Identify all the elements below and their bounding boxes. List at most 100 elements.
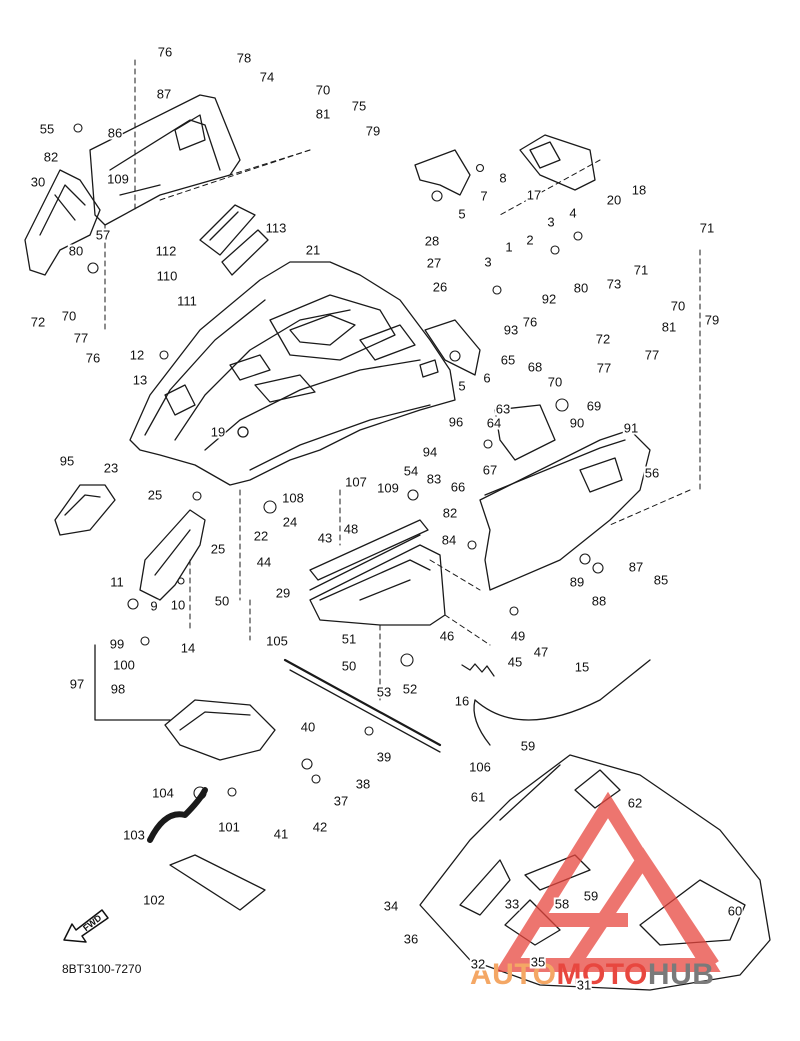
callout-label: 61 xyxy=(469,789,487,805)
callout-label: 80 xyxy=(67,243,85,259)
callout-label: 105 xyxy=(265,633,289,649)
callout-label: 50 xyxy=(340,658,358,674)
callout-label: 81 xyxy=(660,319,678,335)
callout-label: 27 xyxy=(425,255,443,271)
handle-95 xyxy=(54,484,116,536)
bracket-upper-right xyxy=(414,149,471,196)
watermark-moto: MOTO xyxy=(556,958,648,991)
callout-label: 99 xyxy=(108,636,126,652)
callout-label: 35 xyxy=(529,954,547,970)
callout-label: 63 xyxy=(494,401,512,417)
callout-label: 77 xyxy=(643,347,661,363)
callout-label: 41 xyxy=(272,826,290,842)
document-code: 8BT3100-7270 xyxy=(62,962,142,976)
callout-label: 50 xyxy=(213,593,231,609)
callout-label: 31 xyxy=(575,977,593,993)
callout-label: 72 xyxy=(594,331,612,347)
callout-label: 102 xyxy=(142,892,166,908)
callout-label: 8 xyxy=(498,170,508,186)
callout-label: 69 xyxy=(585,398,603,414)
callout-label: 23 xyxy=(102,460,120,476)
callout-label: 18 xyxy=(630,182,648,198)
callout-label: 107 xyxy=(344,474,368,490)
callout-label: 90 xyxy=(568,415,586,431)
callout-label: 78 xyxy=(235,50,253,66)
callout-label: 26 xyxy=(431,279,449,295)
callout-label: 110 xyxy=(155,268,179,284)
callout-label: 85 xyxy=(652,572,670,588)
callout-label: 13 xyxy=(131,372,149,388)
callout-label: 79 xyxy=(703,312,721,328)
callout-label: 70 xyxy=(314,82,332,98)
callout-label: 20 xyxy=(605,192,623,208)
callout-label: 76 xyxy=(84,350,102,366)
callout-label: 77 xyxy=(595,360,613,376)
callout-label: 3 xyxy=(483,254,493,270)
callout-label: 21 xyxy=(304,242,322,258)
shield-63 xyxy=(494,404,556,461)
lower-frame xyxy=(309,519,446,626)
callout-label: 67 xyxy=(481,462,499,478)
callout-label: 24 xyxy=(281,514,299,530)
callout-label: 59 xyxy=(519,738,537,754)
callout-label: 59 xyxy=(582,888,600,904)
callout-label: 93 xyxy=(502,322,520,338)
pad-102 xyxy=(169,854,266,911)
callout-label: 3 xyxy=(546,214,556,230)
callout-label: 75 xyxy=(350,98,368,114)
callout-label: 60 xyxy=(726,903,744,919)
callout-label: 55 xyxy=(38,121,56,137)
callout-label: 51 xyxy=(340,631,358,647)
callout-label: 28 xyxy=(423,233,441,249)
callout-label: 33 xyxy=(503,896,521,912)
callout-label: 88 xyxy=(590,593,608,609)
callout-label: 112 xyxy=(154,243,178,259)
callout-label: 56 xyxy=(643,465,661,481)
cable-15 xyxy=(474,659,651,721)
callout-label: 7 xyxy=(479,188,489,204)
callout-label: 70 xyxy=(669,298,687,314)
side-bracket xyxy=(24,169,101,276)
lower-side-panel xyxy=(419,754,771,991)
callout-label: 73 xyxy=(605,276,623,292)
callout-label: 94 xyxy=(421,444,439,460)
hood-liner-left xyxy=(89,94,241,226)
callout-label: 82 xyxy=(441,505,459,521)
callout-label: 54 xyxy=(402,463,420,479)
callout-label: 6 xyxy=(482,370,492,386)
forward-arrow-icon xyxy=(63,909,109,943)
callout-label: 16 xyxy=(453,693,471,709)
mount-plate xyxy=(519,134,596,191)
callout-label: 98 xyxy=(109,681,127,697)
callout-label: 43 xyxy=(316,530,334,546)
callout-label: 64 xyxy=(485,415,503,431)
watermark-text: AUTOMOTOHUB xyxy=(470,958,714,992)
main-hood-panel xyxy=(129,261,456,486)
callout-label: 25 xyxy=(209,541,227,557)
callout-label: 86 xyxy=(106,125,124,141)
callout-label: 95 xyxy=(58,453,76,469)
callout-label: 14 xyxy=(179,640,197,656)
callout-label: 29 xyxy=(274,585,292,601)
callout-label: 83 xyxy=(425,471,443,487)
callout-label: 36 xyxy=(402,931,420,947)
callout-label: 96 xyxy=(447,414,465,430)
callout-label: 70 xyxy=(60,308,78,324)
callout-label: 70 xyxy=(546,374,564,390)
callout-label: 10 xyxy=(169,597,187,613)
callout-label: 12 xyxy=(128,347,146,363)
callout-label: 82 xyxy=(42,149,60,165)
callout-label: 42 xyxy=(311,819,329,835)
callout-label: 57 xyxy=(94,227,112,243)
plate-6 xyxy=(424,319,481,376)
callout-label: 48 xyxy=(342,521,360,537)
callout-label: 100 xyxy=(112,657,136,673)
callout-label: 101 xyxy=(217,819,241,835)
callout-label: 92 xyxy=(540,291,558,307)
callout-label: 30 xyxy=(29,174,47,190)
callout-label: 11 xyxy=(109,574,125,590)
callout-label: 66 xyxy=(449,479,467,495)
callout-label: 65 xyxy=(499,352,517,368)
callout-label: 9 xyxy=(149,598,159,614)
